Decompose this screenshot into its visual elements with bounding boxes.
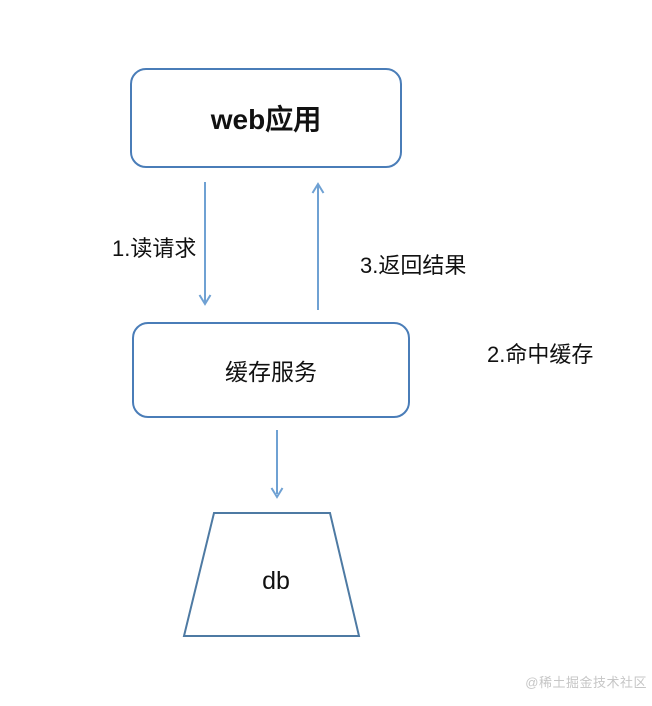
cache-to-db-arrow (270, 430, 284, 499)
node-cache-service: 缓存服务 (132, 322, 410, 418)
return-result-label: 3.返回结果 (360, 253, 467, 278)
watermark-text: @稀土掘金技术社区 (525, 675, 647, 690)
arrow-down-head-icon (270, 487, 284, 499)
hit-cache-label: 2.命中缓存 (487, 342, 594, 367)
node-cache-service-label: 缓存服务 (225, 359, 317, 385)
return-result-arrow (311, 182, 325, 310)
arrow-down-head-icon (198, 294, 212, 306)
node-db-label: db (262, 567, 290, 595)
arrow-up-head-icon (311, 182, 325, 194)
node-web-app: web应用 (130, 68, 402, 168)
read-request-label: 1.读请求 (112, 236, 197, 261)
node-web-app-label: web应用 (210, 104, 322, 135)
read-request-arrow (198, 182, 212, 306)
